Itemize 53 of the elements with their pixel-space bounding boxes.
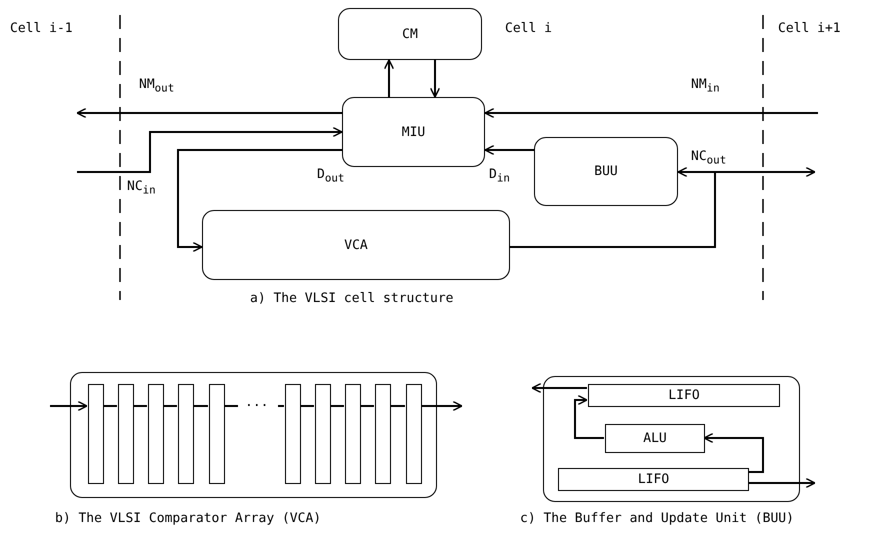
comparator-bar — [209, 384, 225, 484]
arrow — [421, 400, 463, 412]
arrow — [384, 59, 394, 97]
arrow — [703, 432, 764, 473]
unit-box — [605, 424, 705, 453]
block-box — [342, 97, 485, 167]
signal-label: NM$_{in}$ — [690, 78, 721, 94]
block-label: MIU — [402, 124, 426, 140]
arrow — [50, 400, 88, 412]
arrow — [574, 394, 604, 439]
signal-label: NM$_{out}$ — [138, 78, 176, 94]
figure-caption: c) The Buffer and Update Unit (BUU) — [520, 512, 794, 526]
block-box — [202, 210, 510, 280]
frame-box — [70, 372, 437, 498]
arrow — [748, 478, 816, 488]
arrow — [484, 144, 534, 156]
block-label: ALU — [643, 431, 667, 446]
cell-label: Cell i+1 — [778, 22, 841, 36]
figure-caption: a) The VLSI cell structure — [250, 292, 454, 306]
block-box — [534, 137, 678, 206]
comparator-bar — [285, 384, 301, 484]
frame-box — [543, 376, 800, 502]
signal-label: NC$_{in}$ — [126, 180, 157, 196]
cell-label: Cell i — [505, 22, 552, 36]
comparator-bar — [118, 384, 134, 484]
arrow — [510, 166, 816, 248]
block-label: VCA — [344, 238, 368, 252]
comparator-bar — [375, 384, 391, 484]
arrow — [177, 149, 342, 252]
unit-box — [558, 468, 749, 491]
block-label: LIFO — [638, 472, 670, 487]
arrow — [76, 108, 342, 118]
comparator-bar — [406, 384, 422, 484]
figure-caption: b) The VLSI Comparator Array (VCA) — [55, 512, 322, 526]
arrow — [484, 108, 818, 118]
block-label: LIFO — [668, 388, 700, 403]
block-label: BUU — [594, 164, 618, 179]
comparator-bar — [88, 384, 104, 484]
block-label: CM — [402, 26, 418, 42]
comparator-bar — [345, 384, 361, 484]
comparator-bar — [148, 384, 164, 484]
arrow — [531, 382, 587, 394]
signal-label: D$_{out}$ — [316, 168, 346, 184]
signal-label: NC$_{out}$ — [690, 150, 728, 166]
arrow — [77, 126, 343, 173]
block-box — [338, 8, 482, 60]
comparator-bar — [178, 384, 194, 484]
arrow — [223, 405, 285, 407]
signal-label: D$_{in}$ — [488, 168, 511, 184]
unit-box — [588, 384, 780, 407]
cell-label: Cell i-1 — [10, 22, 73, 36]
comparator-bar — [315, 384, 331, 484]
arrow — [430, 60, 440, 98]
